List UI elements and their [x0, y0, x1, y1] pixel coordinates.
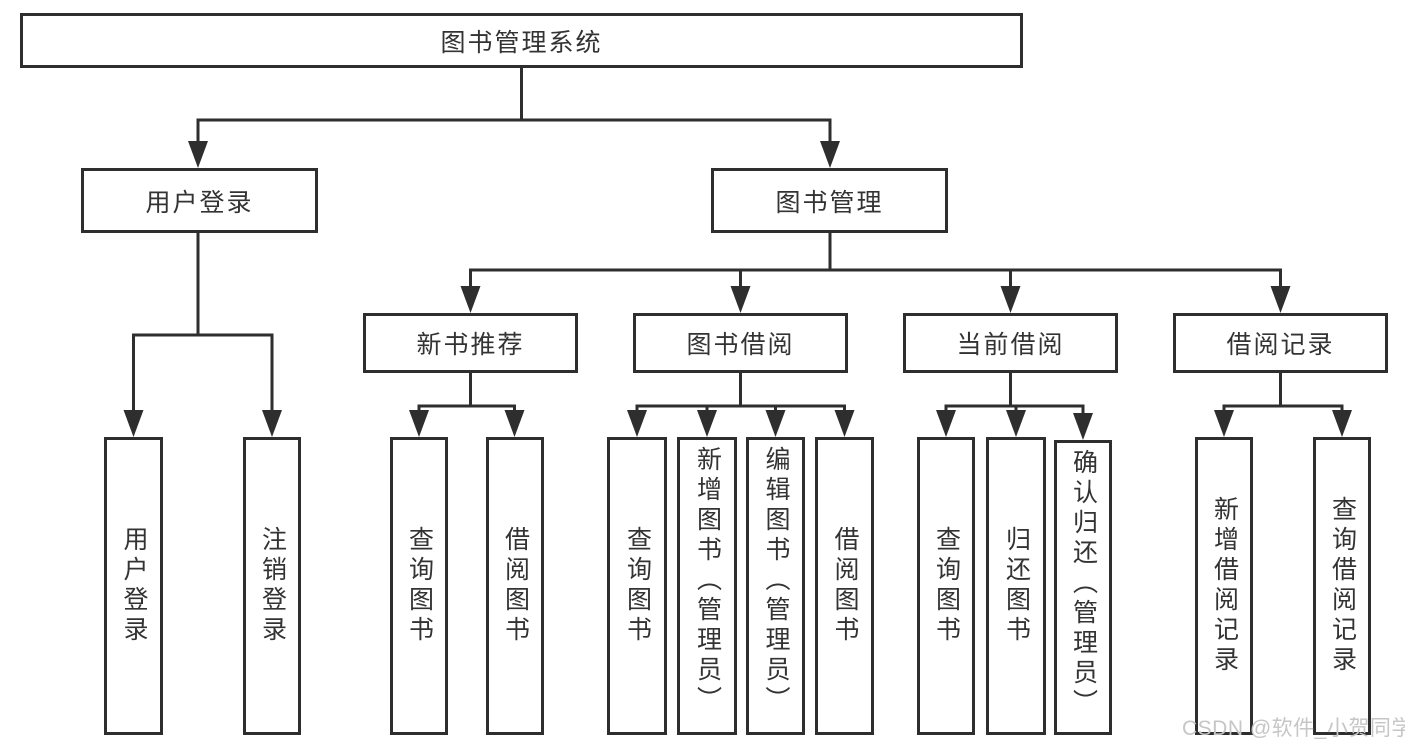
leaf-nb-borrow-books: 借阅图书	[486, 437, 544, 735]
leaf-nb-query-books-label: 查询图书	[405, 526, 434, 646]
node-borrow-records-label: 借阅记录	[1226, 331, 1335, 359]
leaf-user-login-label: 用户登录	[120, 526, 148, 646]
leaf-cb-return-books-label: 归还图书	[1002, 526, 1031, 646]
node-book-borrow: 图书借阅	[633, 313, 848, 373]
watermark: CSDN @软件_小贺同学	[1182, 717, 1405, 740]
node-book-management: 图书管理	[711, 168, 948, 233]
leaf-logout: 注销登录	[243, 437, 301, 735]
leaf-logout-label: 注销登录	[258, 526, 287, 646]
node-new-book-recommend: 新书推荐	[363, 313, 578, 373]
node-borrow-records: 借阅记录	[1173, 313, 1388, 373]
leaf-bb-query-books: 查询图书	[607, 437, 667, 735]
leaf-cb-confirm-return-admin-label: 确认归还（管理员）	[1069, 449, 1098, 719]
leaf-bb-add-books-admin-label: 新增图书（管理员）	[693, 446, 722, 716]
leaf-bb-edit-books-admin-label: 编辑图书（管理员）	[762, 446, 790, 716]
node-current-borrow-label: 当前借阅	[956, 331, 1065, 359]
leaf-cb-query-books-label: 查询图书	[932, 526, 961, 646]
leaf-br-query-record: 查询借阅记录	[1313, 437, 1371, 735]
leaf-nb-borrow-books-label: 借阅图书	[501, 526, 530, 646]
leaf-user-login: 用户登录	[104, 437, 163, 735]
leaf-bb-borrow-books-label: 借阅图书	[831, 526, 859, 646]
leaf-bb-add-books-admin: 新增图书（管理员）	[677, 437, 737, 735]
node-book-borrow-label: 图书借阅	[686, 331, 795, 359]
leaf-cb-confirm-return-admin: 确认归还（管理员）	[1054, 440, 1112, 735]
node-book-management-label: 图书管理	[775, 188, 884, 217]
node-new-book-recommend-label: 新书推荐	[416, 331, 525, 359]
node-root-label: 图书管理系统	[440, 28, 603, 57]
leaf-cb-query-books: 查询图书	[917, 437, 975, 735]
node-root: 图书管理系统	[20, 13, 1023, 68]
leaf-bb-borrow-books: 借阅图书	[815, 437, 874, 735]
leaf-bb-query-books-label: 查询图书	[623, 526, 652, 646]
node-current-borrow: 当前借阅	[903, 313, 1118, 373]
node-user-login: 用户登录	[81, 168, 318, 233]
leaf-bb-edit-books-admin: 编辑图书（管理员）	[746, 437, 805, 735]
leaf-br-add-record-label: 新增借阅记录	[1210, 496, 1239, 676]
node-user-login-label: 用户登录	[145, 188, 254, 217]
leaf-cb-return-books: 归还图书	[986, 437, 1046, 735]
leaf-nb-query-books: 查询图书	[390, 437, 448, 735]
leaf-br-query-record-label: 查询借阅记录	[1328, 496, 1357, 676]
leaf-br-add-record: 新增借阅记录	[1195, 437, 1253, 735]
